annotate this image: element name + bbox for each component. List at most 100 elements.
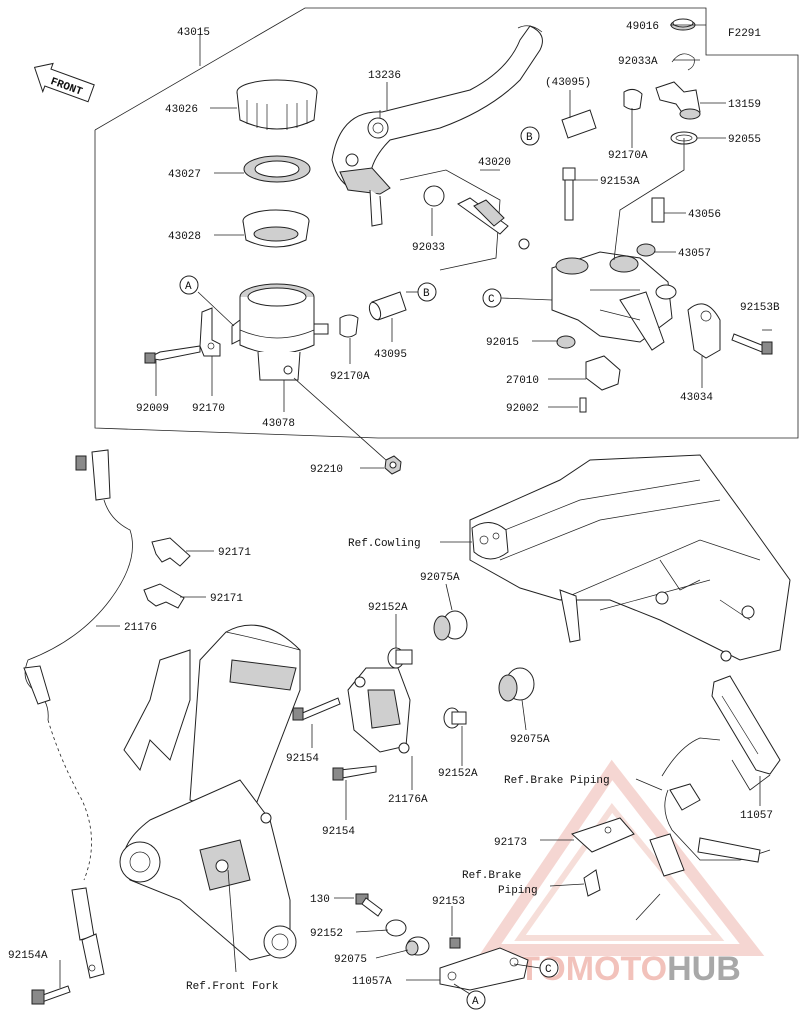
callout-c-top: C xyxy=(482,288,553,308)
clamp-92170A-top xyxy=(623,88,643,111)
bolt-92154-top xyxy=(292,697,341,721)
label-130: 130 xyxy=(310,894,330,906)
label-21176: 21176 xyxy=(124,622,157,634)
label-92171-bottom: 92171 xyxy=(210,593,243,605)
part-labels: 43015 43026 43027 43028 13236 43020 9203… xyxy=(8,21,780,993)
label-11057A: 11057A xyxy=(352,976,392,988)
diagram-code: F2291 xyxy=(728,28,761,40)
label-43026: 43026 xyxy=(165,104,198,116)
label-ref-cowling: Ref.Cowling xyxy=(348,538,421,550)
label-92170A-top: 92170A xyxy=(608,150,648,162)
switch-27010 xyxy=(585,355,621,391)
label-13236: 13236 xyxy=(368,70,401,82)
washer-92152 xyxy=(385,919,407,937)
label-92033: 92033 xyxy=(412,242,445,254)
bolt-92153B xyxy=(731,333,773,355)
label-49016: 49016 xyxy=(626,21,659,33)
label-43056: 43056 xyxy=(688,209,721,221)
assembly-frame xyxy=(94,7,799,439)
clamp-43034 xyxy=(687,303,721,359)
svg-text:C: C xyxy=(488,294,495,306)
damper-92075 xyxy=(405,936,430,956)
sensor-cable-21176 xyxy=(23,449,133,979)
master-cylinder-body xyxy=(551,251,677,351)
label-92002: 92002 xyxy=(506,403,539,415)
callout-a-top: A xyxy=(179,275,199,295)
label-13159: 13159 xyxy=(728,99,761,111)
clamp-92170A xyxy=(339,314,359,338)
clip-92033A xyxy=(671,53,695,71)
svg-text:B: B xyxy=(526,132,533,144)
label-92153A: 92153A xyxy=(600,176,640,188)
hose-43095 xyxy=(368,291,407,321)
label-43078: 43078 xyxy=(262,418,295,430)
bolt-92153A xyxy=(562,167,576,221)
label-92075A-top: 92075A xyxy=(420,572,460,584)
label-43027: 43027 xyxy=(168,169,201,181)
label-92154-bottom: 92154 xyxy=(322,826,355,838)
label-43057: 43057 xyxy=(678,248,711,260)
collar-92152A-bottom xyxy=(443,707,467,729)
label-43020: 43020 xyxy=(478,157,511,169)
hose-43095-top xyxy=(561,109,597,139)
label-92055: 92055 xyxy=(728,134,761,146)
label-92075A-bottom: 92075A xyxy=(510,734,550,746)
bolt-130 xyxy=(355,893,383,917)
reservoir-cap xyxy=(236,79,318,130)
subframe xyxy=(469,454,791,662)
svg-text:A: A xyxy=(185,281,192,293)
label-92152A-bottom: 92152A xyxy=(438,768,478,780)
label-21176A: 21176A xyxy=(388,794,428,806)
label-92152: 92152 xyxy=(310,928,343,940)
label-92173: 92173 xyxy=(494,837,527,849)
bolt-92009 xyxy=(144,345,201,364)
bleeder-43056 xyxy=(651,197,665,223)
label-43095-paren: (43095) xyxy=(545,77,591,89)
brake-pipe xyxy=(649,737,771,877)
callout-c-bottom: C xyxy=(539,958,559,978)
svg-text:A: A xyxy=(472,996,479,1008)
bolt-92154-bottom xyxy=(332,765,377,781)
clip-92171-top xyxy=(151,537,191,567)
reservoir-bracket xyxy=(199,307,221,357)
bolt-92154A xyxy=(31,985,71,1005)
label-92075: 92075 xyxy=(334,954,367,966)
callout-b-right: B xyxy=(417,282,437,302)
label-92210: 92210 xyxy=(310,464,343,476)
front-arrow: FRONT xyxy=(33,62,95,103)
callout-a-bottom: A xyxy=(466,990,486,1010)
cowling-bracket xyxy=(471,522,509,560)
label-92153: 92153 xyxy=(432,896,465,908)
label-43028: 43028 xyxy=(168,231,201,243)
label-27010: 27010 xyxy=(506,375,539,387)
reservoir-plate xyxy=(243,155,311,183)
label-92170A: 92170A xyxy=(330,371,370,383)
clip-92171-bottom xyxy=(143,583,185,609)
label-ref-front-fork: Ref.Front Fork xyxy=(186,981,279,993)
label-92154A: 92154A xyxy=(8,950,48,962)
label-ref-brake-piping: Ref.Brake Piping xyxy=(504,775,610,787)
cap-43057 xyxy=(636,243,656,257)
sensor-21176A xyxy=(347,667,411,754)
label-92153B: 92153B xyxy=(740,302,780,314)
callout-b-top: B xyxy=(520,126,540,146)
reservoir-diaphragm xyxy=(242,209,310,248)
label-ref-brake-piping2-line1: Ref.Brake xyxy=(462,870,521,882)
reservoir-tank xyxy=(231,283,329,381)
leader-lines xyxy=(59,24,772,995)
label-11057: 11057 xyxy=(740,810,773,822)
label-92170: 92170 xyxy=(192,403,225,415)
label-ref-brake-piping2-line2: Piping xyxy=(498,885,538,897)
label-43095: 43095 xyxy=(374,349,407,361)
nut-92210 xyxy=(384,455,402,475)
label-92154-top: 92154 xyxy=(286,753,319,765)
damper-92075A-bottom xyxy=(498,667,535,702)
label-92152A-top: 92152A xyxy=(368,602,408,614)
bolt-brake-piping xyxy=(583,869,601,897)
piston-kit xyxy=(399,169,530,271)
label-43034: 43034 xyxy=(680,392,713,404)
label-92171-top: 92171 xyxy=(218,547,251,559)
label-92015: 92015 xyxy=(486,337,519,349)
label-92009: 92009 xyxy=(136,403,169,415)
